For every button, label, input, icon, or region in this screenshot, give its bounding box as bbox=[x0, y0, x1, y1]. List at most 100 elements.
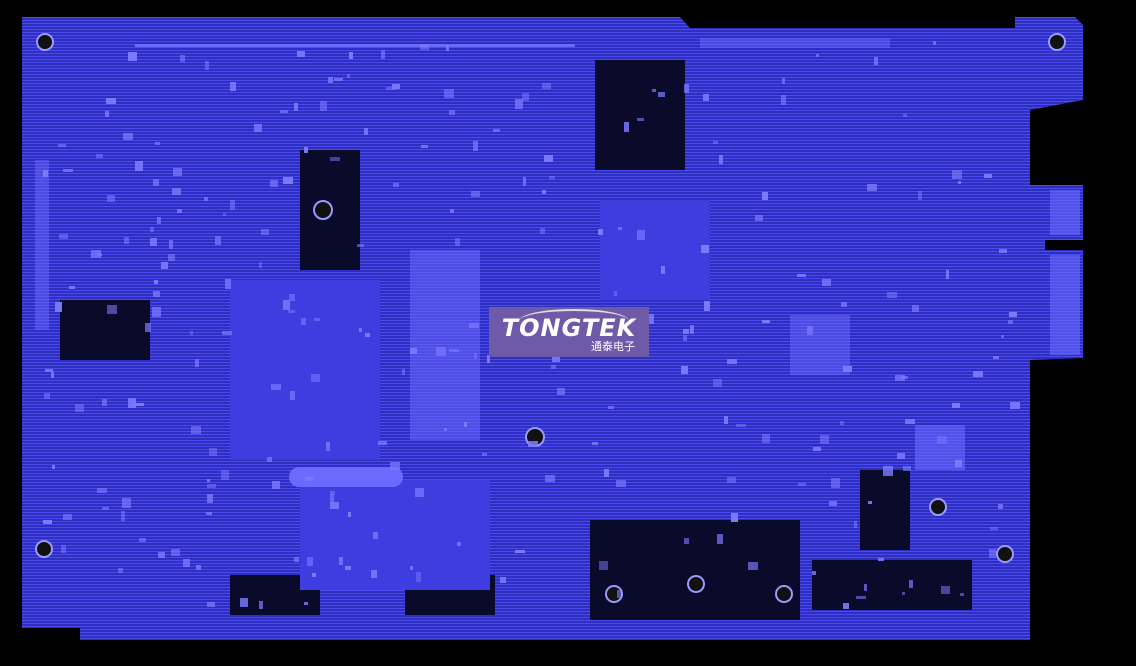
smd-pad bbox=[329, 501, 339, 509]
smd-pad bbox=[523, 177, 527, 187]
smd-pad bbox=[598, 560, 608, 570]
smd-pad bbox=[781, 78, 785, 84]
smd-pad bbox=[704, 301, 711, 312]
smd-pad bbox=[761, 434, 770, 444]
smd-pad bbox=[689, 326, 693, 333]
smd-pad bbox=[222, 213, 226, 217]
smd-pad bbox=[393, 182, 400, 187]
smd-pad bbox=[150, 227, 155, 233]
smd-pad bbox=[637, 230, 645, 241]
smd-pad bbox=[717, 534, 724, 545]
smd-pad bbox=[304, 601, 309, 605]
smd-pad bbox=[153, 290, 161, 297]
smd-pad bbox=[57, 144, 66, 148]
smd-pad bbox=[988, 549, 996, 559]
smd-pad bbox=[62, 513, 72, 520]
smd-pad bbox=[123, 132, 134, 140]
smd-pad bbox=[301, 317, 307, 325]
smd-pad bbox=[990, 527, 999, 531]
smd-pad bbox=[545, 475, 556, 483]
smd-pad bbox=[267, 457, 273, 463]
smd-pad bbox=[205, 61, 210, 71]
smd-pad bbox=[470, 190, 480, 197]
smd-pad bbox=[999, 249, 1008, 254]
smd-pad bbox=[481, 453, 487, 457]
smd-pad bbox=[843, 366, 853, 373]
smd-pad bbox=[371, 570, 378, 579]
smd-pad bbox=[797, 483, 806, 487]
smd-pad bbox=[205, 512, 212, 516]
smd-pad bbox=[682, 334, 687, 341]
smd-pad bbox=[288, 310, 296, 314]
smd-pad bbox=[443, 89, 454, 99]
smd-pad bbox=[960, 592, 965, 596]
smd-pad bbox=[822, 278, 832, 286]
smd-pad bbox=[206, 601, 215, 607]
smd-pad bbox=[866, 183, 877, 191]
smd-pad bbox=[230, 82, 237, 92]
copper-plane bbox=[600, 200, 710, 300]
smd-pad bbox=[997, 504, 1003, 510]
smd-pad bbox=[883, 466, 894, 476]
smd-pad bbox=[289, 293, 296, 301]
smd-pad bbox=[556, 387, 565, 395]
smd-pad bbox=[358, 327, 362, 332]
smd-pad bbox=[121, 510, 126, 521]
smd-pad bbox=[936, 436, 947, 445]
smd-pad bbox=[514, 99, 523, 110]
smd-pad bbox=[75, 404, 85, 413]
smd-pad bbox=[933, 40, 937, 45]
smd-pad bbox=[96, 154, 104, 159]
smd-pad bbox=[712, 379, 722, 388]
smd-pad bbox=[435, 346, 446, 356]
smd-pad bbox=[144, 322, 151, 332]
smd-pad bbox=[806, 326, 813, 336]
smd-pad bbox=[616, 589, 621, 598]
smd-pad bbox=[551, 357, 560, 363]
smd-pad bbox=[169, 239, 174, 249]
smd-pad bbox=[293, 102, 298, 111]
smd-pad bbox=[993, 356, 1000, 360]
smd-pad bbox=[903, 113, 908, 117]
ground-void bbox=[590, 520, 800, 620]
smd-pad bbox=[206, 493, 213, 503]
smd-pad bbox=[454, 238, 460, 247]
smd-pad bbox=[416, 572, 422, 583]
smd-pad bbox=[781, 94, 787, 105]
smd-pad bbox=[155, 142, 161, 146]
smd-pad bbox=[493, 129, 501, 133]
smd-pad bbox=[614, 291, 618, 297]
mounting-hole bbox=[996, 545, 1014, 563]
smd-pad bbox=[874, 56, 879, 65]
smd-pad bbox=[681, 366, 689, 375]
smd-pad bbox=[446, 44, 450, 51]
smd-pad bbox=[527, 440, 538, 447]
smd-pad bbox=[390, 461, 401, 470]
smd-pad bbox=[118, 567, 124, 573]
silkscreen-bar bbox=[289, 467, 403, 487]
smd-pad bbox=[761, 320, 770, 324]
tongtek-logo: TONGTEK 通泰电子 bbox=[489, 307, 649, 357]
smd-pad bbox=[222, 330, 233, 335]
smd-pad bbox=[886, 291, 897, 298]
smd-pad bbox=[414, 488, 424, 498]
smd-pad bbox=[105, 98, 116, 105]
smd-pad bbox=[1000, 335, 1004, 339]
smd-pad bbox=[918, 190, 923, 200]
copper-plane bbox=[230, 280, 380, 460]
smd-pad bbox=[911, 305, 919, 313]
smd-pad bbox=[239, 598, 248, 608]
ground-void bbox=[860, 470, 910, 550]
smd-pad bbox=[731, 512, 739, 522]
logo-swoosh bbox=[519, 309, 629, 333]
smd-pad bbox=[456, 542, 461, 547]
smd-pad bbox=[448, 348, 459, 352]
smd-pad bbox=[703, 94, 710, 102]
smd-pad bbox=[290, 390, 296, 400]
smd-pad bbox=[282, 299, 290, 310]
smd-pad bbox=[69, 285, 76, 289]
edge-connector-fingers bbox=[1050, 190, 1080, 235]
smd-pad bbox=[134, 161, 143, 171]
smd-pad bbox=[59, 233, 69, 239]
